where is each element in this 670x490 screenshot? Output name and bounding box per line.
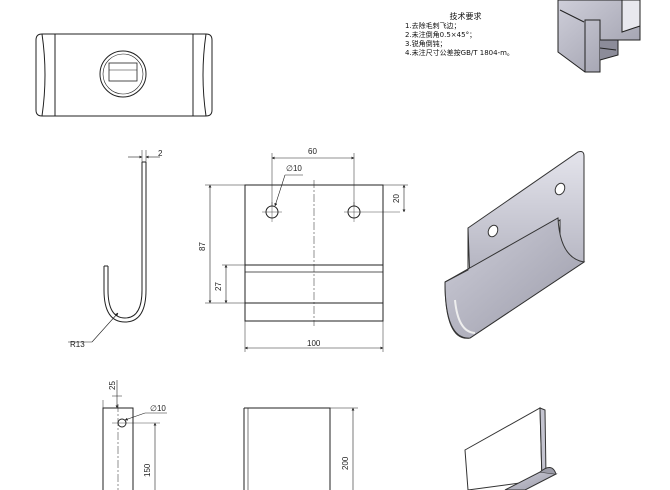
lower-side-view	[102, 380, 167, 490]
side-hook-view	[68, 150, 160, 343]
dim-hole-diameter: ∅10	[286, 164, 302, 173]
dim-bend-radius: R13	[70, 340, 85, 349]
front-view	[205, 153, 408, 352]
tech-requirement-line-2: 2.未注倒角0.5×45°；	[405, 31, 477, 39]
dim-overall-width: 100	[307, 339, 321, 348]
top-plan-view	[35, 33, 213, 117]
dim-lower-hole-diameter: ∅10	[150, 404, 166, 413]
dim-thickness: 2	[158, 149, 163, 158]
technical-requirements: 技术要求 1.去除毛刺飞边； 2.未注倒角0.5×45°； 3.锐角倒钝； 4.…	[405, 12, 514, 58]
tech-requirements-title: 技术要求	[449, 12, 482, 21]
tech-requirement-line-1: 1.去除毛刺飞边；	[405, 22, 461, 30]
lower-front-view	[243, 407, 358, 490]
dim-top-offset: 25	[108, 381, 117, 390]
iso-bracket-view	[444, 151, 586, 339]
tech-requirement-line-3: 3.锐角倒钝；	[405, 40, 447, 48]
dim-hole-offset: 20	[392, 194, 401, 203]
dim-hole-spacing: 60	[308, 147, 317, 156]
dim-lower-height: 27	[214, 282, 223, 291]
lower-iso-view	[464, 407, 558, 490]
iso-detail-top-right	[557, 0, 641, 73]
dim-lower-height-200: 200	[341, 456, 350, 470]
tech-requirement-line-4: 4.未注尺寸公差按GB/T 1804-m。	[405, 49, 514, 57]
dim-overall-height: 87	[198, 242, 207, 251]
dim-lower-height-150: 150	[143, 463, 152, 477]
